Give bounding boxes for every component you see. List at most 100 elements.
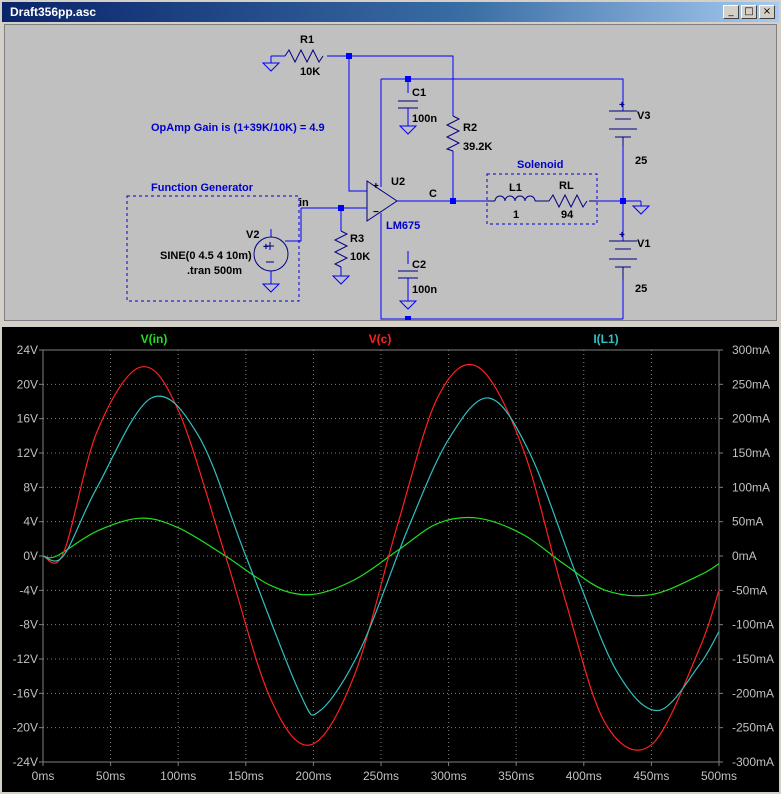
r2-symbol — [445, 115, 461, 152]
r1-symbol — [284, 48, 324, 64]
y-left-tick-label: -8V — [19, 618, 38, 632]
y-left-tick-label: 0V — [23, 549, 38, 563]
c2-name: C2 — [412, 259, 426, 271]
svg-text:+: + — [263, 242, 269, 253]
traces — [42, 363, 720, 751]
rl-symbol — [548, 193, 588, 209]
y-right-tick-label: -50mA — [732, 583, 767, 597]
schematic-canvas[interactable]: + − + + + R1 10K C1 100n R2 39.2K V3 25 … — [5, 25, 776, 320]
y-left-tick-label: -24V — [13, 755, 38, 769]
close-button[interactable]: × — [759, 5, 775, 19]
y-right-tick-label: -150mA — [732, 652, 774, 666]
y-right-tick-label: -200mA — [732, 686, 774, 700]
y-right-tick-label: 0mA — [732, 549, 757, 563]
l1-name: L1 — [509, 182, 522, 194]
c1-value: 100n — [412, 113, 437, 125]
r3-value: 10K — [350, 251, 370, 263]
trace-i-l1 — [42, 395, 720, 716]
c1-symbol — [398, 100, 418, 109]
junction-dots — [338, 53, 626, 320]
legend-label[interactable]: V(in) — [141, 332, 168, 346]
x-tick-label: 100ms — [160, 769, 196, 783]
node-c-label: C — [429, 188, 437, 200]
x-tick-label: 50ms — [96, 769, 125, 783]
y-left-tick-label: 24V — [17, 343, 38, 357]
y-right-tick-label: 250mA — [732, 377, 770, 391]
svg-text:−: − — [373, 207, 379, 218]
function-generator-box — [126, 195, 300, 302]
svg-text:+: + — [373, 181, 379, 192]
trace-legend: V(in) V(c) I(L1) — [141, 332, 619, 346]
ground-symbols — [261, 62, 651, 310]
x-tick-label: 150ms — [228, 769, 264, 783]
x-tick-label: 0ms — [32, 769, 55, 783]
v2-symbol — [253, 236, 289, 272]
l1-symbol — [494, 195, 536, 202]
components — [253, 48, 637, 279]
y-left-tick-label: 16V — [17, 412, 38, 426]
x-tick-label: 500ms — [701, 769, 737, 783]
gain-note: OpAmp Gain is (1+39K/10K) = 4.9 — [151, 122, 325, 134]
r2-name: R2 — [463, 122, 477, 134]
y-right-tick-label: 200mA — [732, 412, 770, 426]
v1-value: 25 — [635, 283, 647, 295]
v3-symbol — [609, 110, 637, 146]
y-left-tick-label: -4V — [19, 583, 38, 597]
v1-name: V1 — [637, 238, 650, 250]
plot-frame — [42, 349, 720, 763]
tran-directive[interactable]: .tran 500m — [187, 265, 242, 277]
y-left-tick-label: -16V — [13, 686, 38, 700]
x-tick-label: 250ms — [363, 769, 399, 783]
maximize-button[interactable]: □ — [741, 5, 757, 19]
y-left-tick-label: -20V — [13, 721, 38, 735]
y-left-tick-label: 20V — [17, 377, 38, 391]
y-left-tick-label: 4V — [23, 515, 38, 529]
y-right-tick-label: -300mA — [732, 755, 774, 769]
y-right-tick-label: -100mA — [732, 618, 774, 632]
rl-name: RL — [559, 180, 574, 192]
x-tick-label: 450ms — [633, 769, 669, 783]
opamp-symbol — [366, 180, 398, 222]
y-left-tick-label: 8V — [23, 480, 38, 494]
u2-model: LM675 — [386, 220, 420, 232]
function-generator-label: Function Generator — [151, 182, 254, 194]
trace-v-in — [42, 516, 720, 597]
trace-v-c — [42, 363, 720, 751]
left-axis-labels: 24V 20V 16V 12V 8V 4V 0V -4V -8V -12V -16V -20V -24V — [13, 343, 43, 769]
r1-name: R1 — [300, 34, 314, 46]
y-left-tick-label: 12V — [17, 446, 38, 460]
wires — [270, 55, 641, 320]
title-bar[interactable]: Draft356pp.asc _ □ × — [2, 2, 779, 22]
v2-name: V2 — [246, 229, 259, 241]
y-right-tick-label: 100mA — [732, 480, 770, 494]
pane-splitter[interactable] — [0, 322, 781, 327]
right-axis-labels: 300mA250mA200mA150mA100mA50mA0mA-50mA-10… — [719, 343, 774, 769]
l1-value: 1 — [513, 209, 519, 221]
legend-label[interactable]: V(c) — [369, 332, 392, 346]
minimize-button[interactable]: _ — [723, 5, 739, 19]
schematic-pane[interactable]: + − + + + R1 10K C1 100n R2 39.2K V3 25 … — [4, 24, 777, 321]
v3-value: 25 — [635, 155, 647, 167]
legend-label[interactable]: I(L1) — [593, 332, 618, 346]
svg-text:+: + — [619, 230, 625, 241]
u2-name: U2 — [391, 176, 405, 188]
y-right-tick-label: 50mA — [732, 515, 763, 529]
solenoid-label: Solenoid — [517, 159, 563, 171]
c2-symbol — [398, 270, 418, 279]
grid-lines — [43, 350, 719, 762]
x-tick-label: 200ms — [295, 769, 331, 783]
x-tick-label: 350ms — [498, 769, 534, 783]
svg-text:+: + — [619, 100, 625, 111]
rl-value: 94 — [561, 209, 574, 221]
y-right-tick-label: -250mA — [732, 721, 774, 735]
r2-value: 39.2K — [463, 141, 492, 153]
y-left-tick-label: -12V — [13, 652, 38, 666]
solenoid-box — [486, 173, 598, 225]
y-right-tick-label: 300mA — [732, 343, 770, 357]
waveform-plot[interactable]: 24V 20V 16V 12V 8V 4V 0V -4V -8V -12V -16V -20V -24V… — [2, 327, 779, 792]
x-tick-label: 400ms — [566, 769, 602, 783]
v1-symbol — [609, 240, 637, 279]
r1-value: 10K — [300, 66, 320, 78]
waveform-pane[interactable]: 24V 20V 16V 12V 8V 4V 0V -4V -8V -12V -16V -20V -24V… — [2, 327, 779, 792]
source-params: SINE(0 4.5 4 10m) — [160, 250, 252, 262]
